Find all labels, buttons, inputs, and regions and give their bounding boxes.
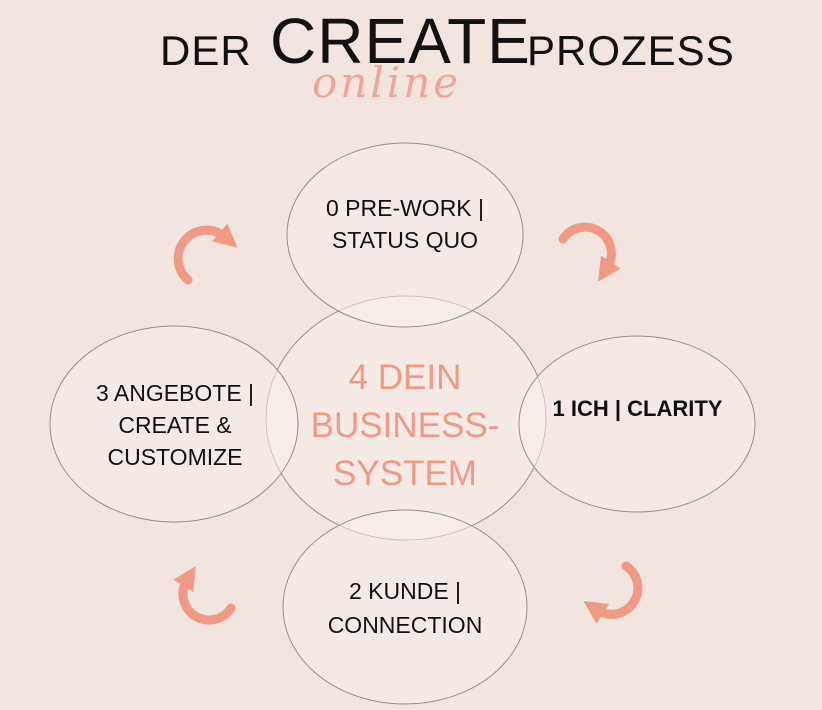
node-label-ich: 1 ICH | CLARITY [552,396,723,421]
node-label-pre-work: 0 PRE-WORK | STATUS QUO [325,195,485,253]
circular-arrow-icon [173,223,238,285]
node-label-business-system: 4 DEIN BUSINESS-SYSTEM [310,358,500,493]
node-circle-top [286,142,524,328]
title-prozess: PROZESS [527,27,735,74]
node-circle-bottom [282,509,528,705]
node-label-angebote: 3 ANGEBOTE | CREATE & CUSTOMIZE [95,380,255,470]
node-circle-left [49,325,299,523]
circular-arrow-icon [583,561,643,624]
title-online-script: online [312,58,462,107]
node-label-kunde: 2 KUNDE | CONNECTION [327,578,483,638]
title-create: CREATE [270,5,531,77]
circular-arrow-icon [173,566,236,625]
circular-arrow-icon [558,222,621,282]
diagram-title: DER CREATE PROZESS online [0,0,822,120]
title-der: DER [160,27,252,74]
node-circle-right [518,335,756,513]
